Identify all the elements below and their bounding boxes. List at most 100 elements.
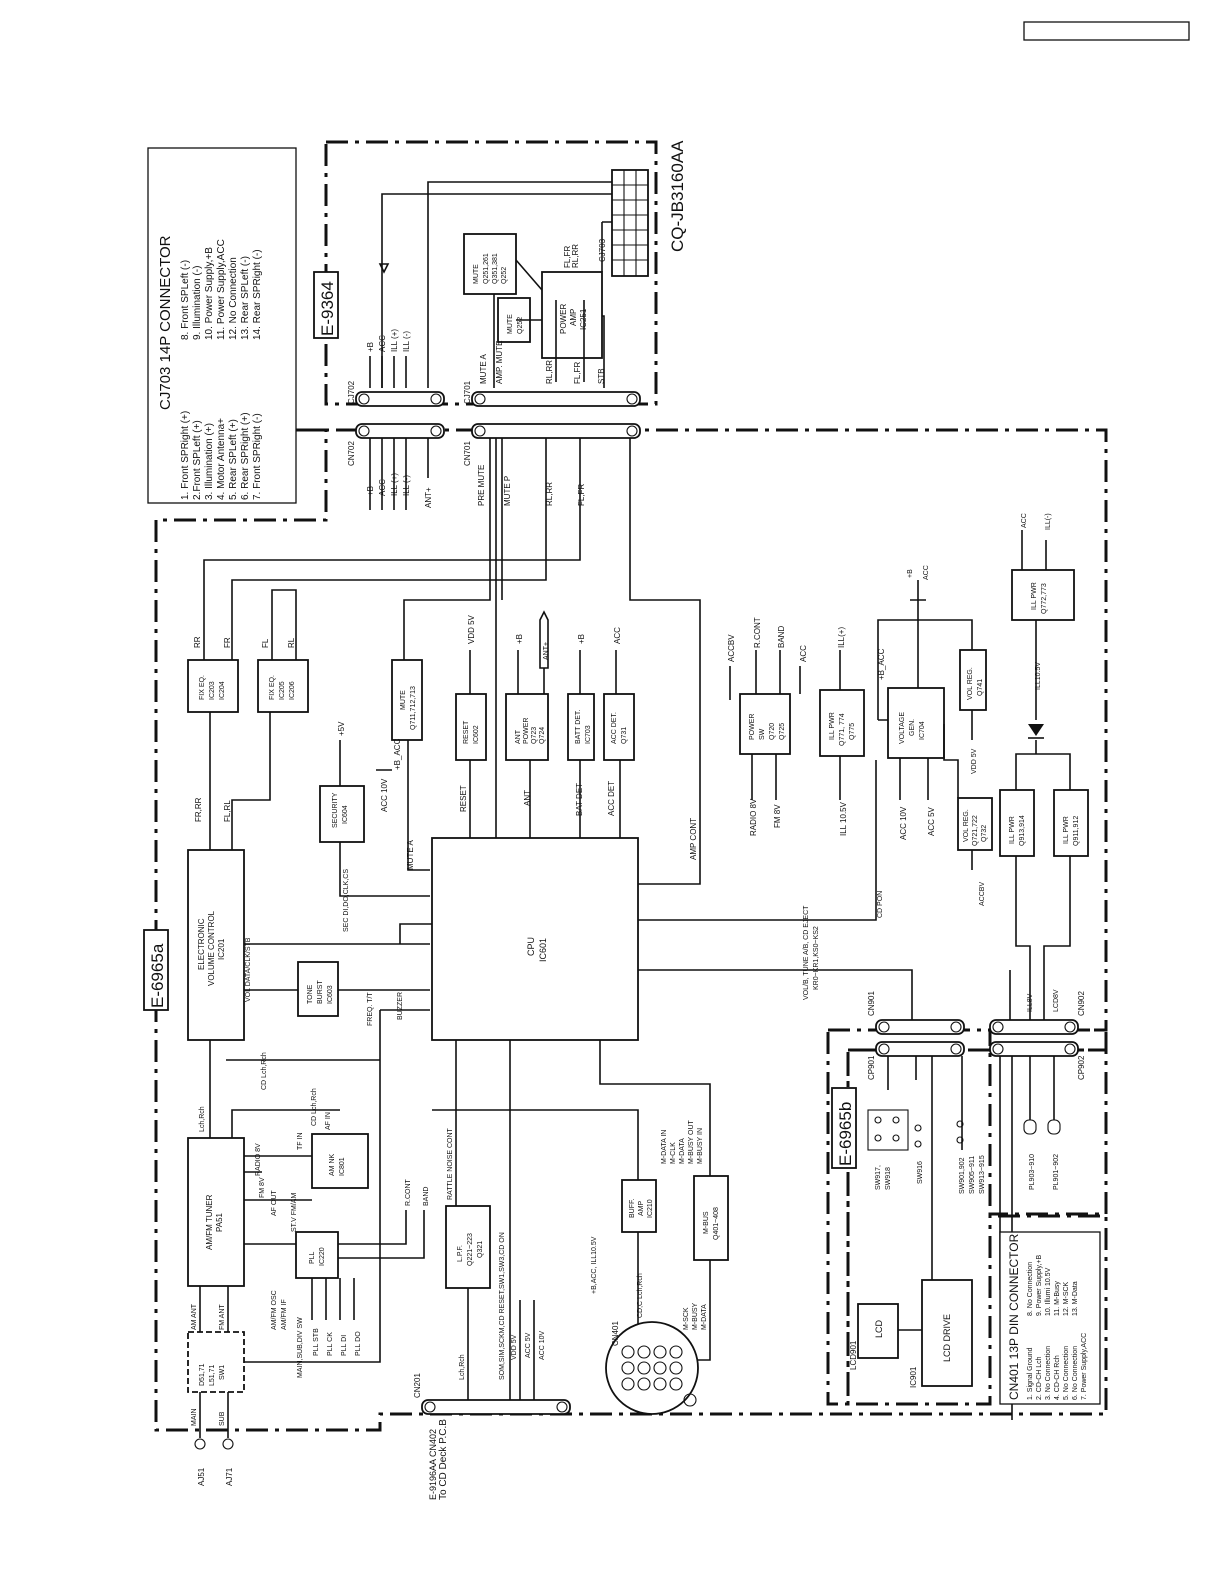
cn702-signal-labels: +B ACC ILL (+) ILL (-) ANT+ PRE MUTE MUT… (366, 465, 586, 508)
acc-label: ACC (1021, 513, 1028, 528)
wire (469, 438, 701, 885)
svg-text:M-DATA: M-DATA (701, 1304, 708, 1330)
acc-label: ACC (613, 627, 622, 644)
svg-text:PA51: PA51 (215, 1212, 224, 1232)
wire (209, 1040, 380, 1245)
cn401-pin: 13. M-Data (1072, 1281, 1079, 1316)
svg-text:ACC: ACC (378, 335, 387, 352)
svg-text:Q732: Q732 (981, 825, 988, 842)
svg-text:L51,71: L51,71 (209, 1364, 216, 1386)
svg-text:POWER: POWER (749, 714, 756, 740)
vol-reg-block-2: VOL REG. Q721,722 Q732 (957, 797, 993, 851)
svg-text:ILL PWR: ILL PWR (1009, 816, 1016, 844)
security-block: SECURITY IC604 (319, 785, 365, 843)
svg-text:ANT: ANT (523, 790, 532, 806)
cj703-pin: 6. Rear SPRight (+) (240, 412, 251, 500)
wire (369, 356, 407, 388)
buff-amp-block: BUFF. AMP IC210 (621, 1179, 657, 1233)
svg-text:CN701: CN701 (463, 441, 472, 466)
svg-text:Q775: Q775 (849, 723, 856, 740)
svg-text:MUTE: MUTE (507, 314, 514, 334)
svg-text:E-6965a: E-6965a (148, 943, 167, 1008)
svg-text:ACC: ACC (799, 645, 808, 662)
ill-minus-label: ILL(-) (1045, 513, 1052, 530)
svg-text:FL: FL (261, 638, 270, 648)
lchrch-label: Lch,Rch (459, 1354, 466, 1380)
cj703-pin: 14. Rear SPRight (-) (252, 249, 263, 340)
cj703-pin: 12. No Connection (228, 257, 239, 340)
ant-plus-connector: ANT+ (539, 610, 550, 669)
to-cd-label: To CD Deck P.C.B (438, 1419, 449, 1500)
svg-text:Q721,722: Q721,722 (972, 815, 979, 846)
pll-bus-labels: AM/FM OSC AM/FM IF PLL STB PLL CK PLL DI… (271, 1290, 362, 1356)
cn401-pin: 5. No Connection (1063, 1346, 1070, 1400)
mbus-block: M-BUS Q401~408 (693, 1175, 729, 1261)
svg-text:Q771, 774: Q771, 774 (839, 713, 846, 746)
svg-text:IC220: IC220 (319, 1247, 326, 1266)
svg-text:CD,C Lch,Rch: CD,C Lch,Rch (637, 1273, 644, 1318)
sw918-label: SW918 (885, 1167, 892, 1190)
svg-text:PLL DI: PLL DI (341, 1335, 348, 1356)
cj703-pin: 8. Front SPLeft (-) (180, 260, 191, 340)
connector-cp901: CP901 (867, 1041, 965, 1080)
plus5v-label: +5V (337, 721, 346, 736)
svg-text:VOL REG.: VOL REG. (963, 809, 970, 842)
wire (455, 1040, 535, 1400)
ill105-label: ILL 10.5V (839, 801, 848, 836)
wire (203, 438, 581, 840)
accbv-label: ACCBV (979, 882, 986, 906)
model-label: CQ-JB3160AA (668, 140, 687, 252)
svg-text:FL,FR: FL,FR (573, 362, 582, 384)
ill-pwr-block-1: ILL PWR Q771, 774 Q775 (819, 689, 865, 757)
wire (493, 259, 543, 388)
svg-text:MUTE: MUTE (400, 690, 407, 710)
sw901-label: SW901,902 (959, 1157, 966, 1194)
board-label-e6965b: E-6965b (831, 1087, 857, 1169)
ic901-label: IC901 (909, 1366, 918, 1388)
svg-text:E-6965b: E-6965b (836, 1102, 855, 1166)
svg-text:M-BUSY: M-BUSY (692, 1302, 699, 1330)
svg-text:RL: RL (287, 637, 296, 648)
svg-text:IC604: IC604 (342, 805, 349, 824)
tuner-block: AM/FM TUNER PA51 (187, 1137, 245, 1287)
connector-cj701: CJ701 (463, 380, 641, 407)
svg-text:PLL STB: PLL STB (313, 1328, 320, 1356)
cj703-pin: 2.Front SPLeft (+) (192, 420, 203, 500)
cn401-pin: 2. CD-CH Lch (1036, 1356, 1043, 1400)
svg-text:BATT DET.: BATT DET. (575, 710, 582, 744)
svg-text:M-DATA IN: M-DATA IN (661, 1130, 668, 1164)
svg-text:Q251,261: Q251,261 (483, 253, 490, 284)
svg-text:IC603: IC603 (327, 985, 334, 1004)
cpu-signal-labels: RESET ANT BAT DET ACC DET AMP CONT (459, 781, 698, 860)
af-in-label: AF IN (325, 1112, 332, 1130)
voltage-gen-labels: +B_ACC ACC 10V ACC 5V (877, 648, 936, 840)
sub-label: SUB (219, 1411, 226, 1426)
svg-text:AM NK: AM NK (329, 1154, 336, 1177)
svg-text:IC206: IC206 (289, 681, 296, 700)
e9196-label: E-9196AA CN402 (428, 1429, 438, 1500)
svg-text:IC210: IC210 (647, 1199, 654, 1218)
svg-text:ACC DET.: ACC DET. (611, 712, 618, 744)
lcd-drive-block: LCD DRIVE (921, 1279, 973, 1387)
svg-text:CN902: CN902 (1077, 991, 1086, 1016)
rattle-label: RATTLE NOISE CONT (447, 1127, 454, 1200)
band2-label: BAND (423, 1187, 430, 1206)
lpf-block: L.P.F. Q221~223 Q321 (445, 1205, 491, 1289)
svg-text:CN702: CN702 (347, 441, 356, 466)
tone-burst-block: TONE BURST IC603 (297, 961, 339, 1017)
somsim-label: SOM,SIM,SCKM,CD RESET,SW1,SW3,CD ON (499, 1232, 506, 1380)
svg-text:SECURITY: SECURITY (332, 792, 339, 828)
lcd8v-label: LCD8V (1053, 989, 1060, 1012)
svg-text:ILL PWR: ILL PWR (829, 712, 836, 740)
board-label-e6965a: E-6965a (143, 929, 169, 1011)
af-out-label: AF OUT (271, 1190, 278, 1216)
svg-text:CN901: CN901 (867, 991, 876, 1016)
voltage-gen-block: VOLTAGE GEN. IC704 (887, 687, 945, 759)
svg-text:Q351,381: Q351,381 (492, 253, 499, 284)
svg-text:IC204: IC204 (219, 681, 226, 700)
wire (910, 580, 926, 601)
svg-text:R.CONT: R.CONT (753, 617, 762, 648)
acc-label: ACC (923, 565, 930, 580)
svg-text:M-BUS: M-BUS (703, 1211, 710, 1234)
connector-cj702: CJ702 (347, 380, 445, 407)
